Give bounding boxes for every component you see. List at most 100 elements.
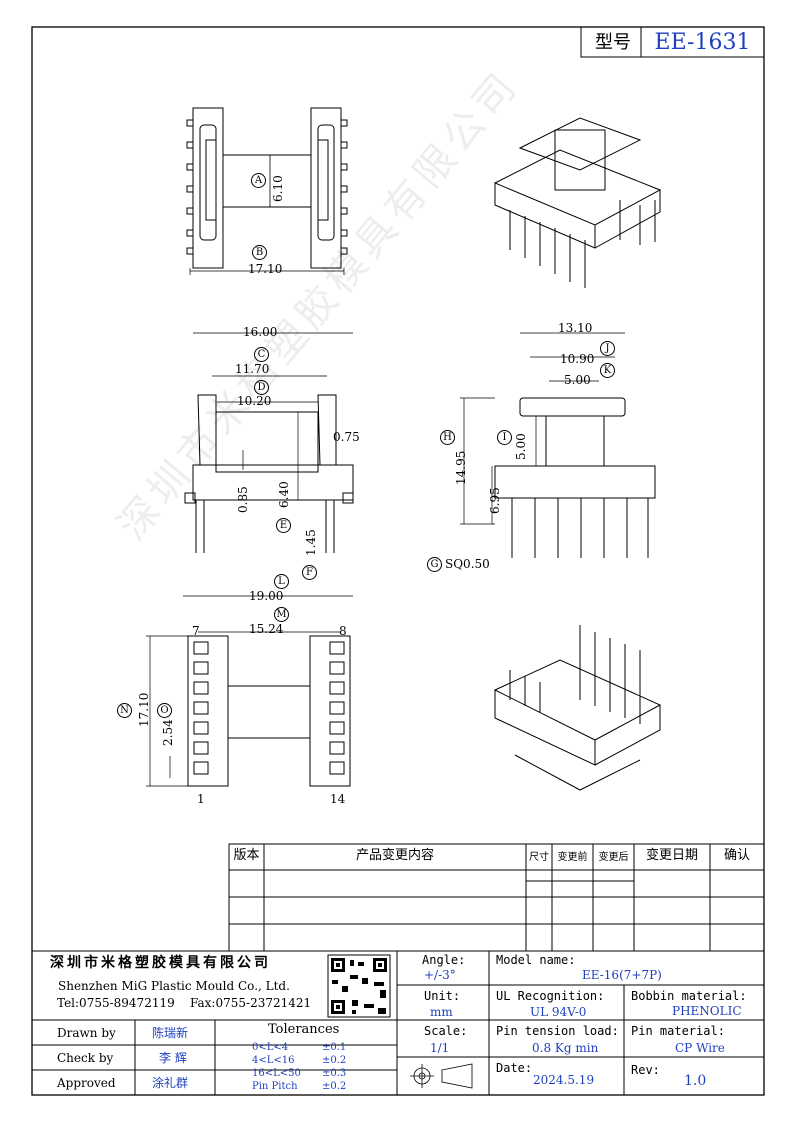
tension-label: Pin tension load: xyxy=(496,1024,619,1038)
scale-label: Scale: xyxy=(424,1024,468,1038)
rev-col-version: 版本 xyxy=(233,848,260,863)
rev-col-confirm: 确认 xyxy=(723,848,750,863)
bottom-pin-slots-left xyxy=(193,641,209,775)
dim-j-label: J xyxy=(600,341,615,356)
unit-value: mm xyxy=(430,1005,453,1019)
rev-col-size: 尺寸 xyxy=(529,852,549,863)
top-pins-left xyxy=(186,119,194,255)
dim-075-value: 0.75 xyxy=(333,430,360,444)
ul-label: UL Recognition: xyxy=(496,989,605,1003)
dim-c2-value: 11.70 xyxy=(235,362,270,376)
dim-085-value: 0.85 xyxy=(236,486,250,513)
dim-c-label: C xyxy=(254,347,269,362)
dim-g-value: SQ0.50 xyxy=(445,557,490,571)
dim-d-label: D xyxy=(254,380,269,395)
dim-l-label: L xyxy=(274,574,289,589)
rev-value: 1.0 xyxy=(684,1073,707,1089)
dim-i-value: 5.00 xyxy=(514,433,528,460)
dim-f-label: F xyxy=(302,565,317,580)
rev-col-before: 变更前 xyxy=(557,852,588,863)
tol-range-1: 0<L<4 xyxy=(252,1042,289,1053)
dim-i-label: I xyxy=(497,430,512,445)
tol-value-1: ±0.1 xyxy=(322,1042,347,1053)
date-label: Date: xyxy=(496,1061,533,1075)
rev-col-content: 产品变更内容 xyxy=(355,848,434,863)
dim-o-label: O xyxy=(157,703,172,718)
dim-k-label: K xyxy=(600,363,615,378)
dim-a-value: 6.10 xyxy=(271,175,285,202)
pin-1-label: 1 xyxy=(197,792,205,806)
scale-value: 1/1 xyxy=(430,1041,450,1055)
rev-col-date: 变更日期 xyxy=(645,848,698,863)
company-tel: Tel:0755-89472119 xyxy=(57,996,175,1010)
tol-range-3: 16<L<50 xyxy=(252,1068,301,1079)
top-view xyxy=(186,107,348,275)
iso-top-pins xyxy=(509,200,656,288)
iso-bottom-pins xyxy=(509,625,641,724)
iso-view-bottom xyxy=(493,625,662,791)
unit-label: Unit: xyxy=(424,989,461,1003)
tol-value-2: ±0.2 xyxy=(322,1055,347,1066)
type-label: 型号 xyxy=(595,32,631,53)
company-name-cn: 深圳市米格塑胶模具有限公司 xyxy=(50,955,271,971)
dim-b-label: B xyxy=(252,245,267,260)
dim-n-label: N xyxy=(117,703,132,718)
dim-k-value: 5.00 xyxy=(564,373,591,387)
dim-f-value: 1.45 xyxy=(304,529,318,556)
side-pins xyxy=(511,498,649,558)
dim-h-value: 14.95 xyxy=(454,450,468,485)
dim-e-label: E xyxy=(276,518,291,533)
pin-7-label: 7 xyxy=(192,624,200,638)
title-block-grid xyxy=(31,950,765,1096)
model-value: EE-16(7+7P) xyxy=(582,968,662,982)
angle-label: Angle: xyxy=(422,953,466,967)
angle-value: +/-3° xyxy=(424,968,456,982)
tension-value: 0.8 Kg min xyxy=(532,1041,599,1055)
drawn-label: Drawn by xyxy=(57,1026,116,1040)
approved-label: Approved xyxy=(57,1076,116,1090)
dim-h2-value: 6.95 xyxy=(488,487,502,514)
bottom-view xyxy=(146,595,353,787)
dim-j-value: 13.10 xyxy=(558,321,593,335)
bottom-pin-slots-right xyxy=(329,641,345,775)
dim-n-value: 17.10 xyxy=(137,692,151,727)
model-code: EE-1631 xyxy=(654,30,751,55)
dim-m-label: M xyxy=(274,607,289,622)
rev-col-after: 变更后 xyxy=(598,852,629,863)
drawn-value: 陈瑞新 xyxy=(152,1026,189,1040)
top-pins-right xyxy=(340,119,348,255)
company-fax: Fax:0755-23721421 xyxy=(190,996,312,1010)
tolerances-title: Tolerances xyxy=(268,1022,340,1037)
dim-l-value: 19.00 xyxy=(249,589,284,603)
pin-8-label: 8 xyxy=(339,624,347,638)
pin-material-label: Pin material: xyxy=(631,1024,725,1038)
tol-range-4: Pin Pitch xyxy=(252,1081,298,1092)
dim-h-label: H xyxy=(440,430,455,445)
dim-d-value: 10.20 xyxy=(237,394,272,408)
check-label: Check by xyxy=(57,1051,114,1065)
side-view xyxy=(460,332,656,558)
bobbin-value: PHENOLIC xyxy=(672,1004,742,1018)
bobbin-label: Bobbin material: xyxy=(631,989,747,1003)
dim-e-value: 6.40 xyxy=(277,481,291,508)
check-value: 李 辉 xyxy=(159,1051,187,1065)
front-view xyxy=(184,332,354,553)
dim-b-value: 17.10 xyxy=(248,262,283,276)
approved-value: 涂礼群 xyxy=(152,1076,189,1090)
tol-value-3: ±0.3 xyxy=(322,1068,347,1079)
dim-c-value: 16.00 xyxy=(243,325,278,339)
qr-code xyxy=(327,954,391,1018)
dim-m-value: 15.24 xyxy=(249,622,284,636)
company-name-en: Shenzhen MiG Plastic Mould Co., Ltd. xyxy=(58,979,290,993)
rev-label: Rev: xyxy=(631,1063,660,1077)
dim-o-value: 2.54 xyxy=(161,719,175,746)
dim-j2-value: 10.90 xyxy=(560,352,595,366)
projection-symbol xyxy=(410,1063,473,1089)
model-label: Model name: xyxy=(496,953,576,967)
tol-value-4: ±0.2 xyxy=(322,1081,347,1092)
dim-g-label: G xyxy=(427,557,442,572)
ul-value: UL 94V-0 xyxy=(530,1005,587,1019)
tol-range-2: 4<L<16 xyxy=(252,1055,295,1066)
